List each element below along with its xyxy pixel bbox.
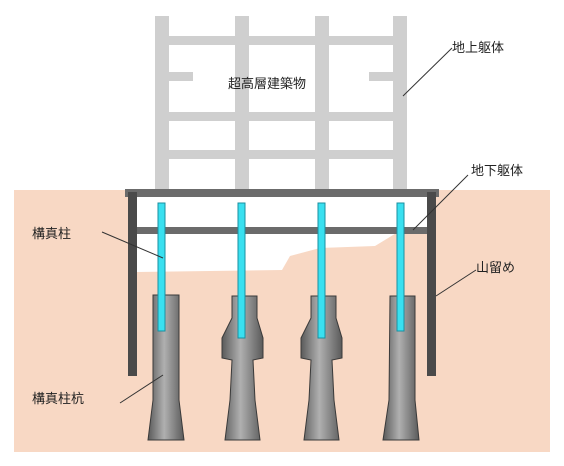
retaining-label: 山留め [476, 261, 515, 276]
column-2 [237, 202, 246, 339]
leader-below-ground [412, 174, 469, 231]
column-label: 構真柱 [32, 227, 71, 242]
columns [157, 202, 405, 339]
column-1 [157, 202, 166, 332]
below-ground-frame [125, 189, 439, 234]
column-pile-4 [382, 295, 420, 441]
column-pile-3 [300, 295, 343, 441]
column-4 [396, 202, 405, 332]
building-label: 超高層建築物 [228, 76, 306, 92]
below-ground-label: 地下躯体 [471, 163, 523, 179]
leader-above-ground [402, 47, 453, 97]
leader-lines [101, 47, 477, 404]
leader-column [101, 231, 164, 259]
column-pile-2 [221, 295, 264, 441]
above-ground-label: 地上躯体 [452, 40, 504, 56]
above-ground-frame [155, 16, 407, 194]
leader-retaining [435, 269, 477, 297]
column-3 [317, 202, 326, 339]
column-pile-label: 構真柱杭 [32, 392, 84, 407]
retaining-walls [128, 192, 436, 376]
leader-pile [119, 374, 164, 404]
column-pile-1 [147, 294, 185, 441]
